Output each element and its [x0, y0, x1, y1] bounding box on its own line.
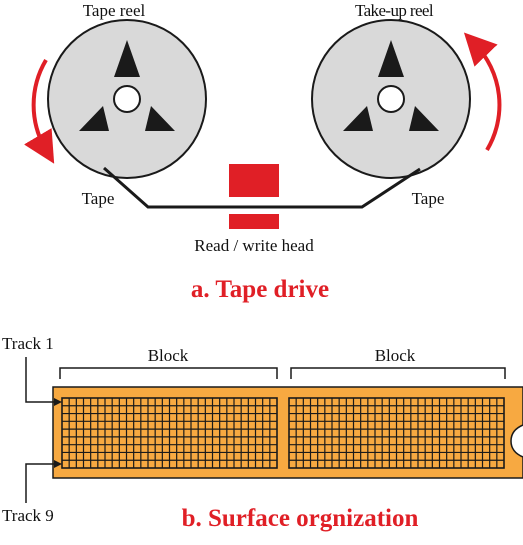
- head-label: Read / write head: [194, 236, 314, 255]
- block-label-left: Block: [148, 346, 189, 365]
- take-up-reel-spoke: [343, 106, 373, 131]
- take-up-reel-spoke: [409, 106, 439, 131]
- tape-reel-spoke: [79, 106, 109, 131]
- tape-drive-panel: Tape reel Take-up reel Tape Tape Read / …: [24, 1, 502, 303]
- block-bracket-left: [59, 367, 278, 379]
- tape-right-label: Tape: [412, 189, 445, 208]
- tape-reel: [47, 19, 207, 179]
- tape-strip: [52, 386, 523, 479]
- tape-reel-hub: [113, 85, 141, 113]
- track-9-label: Track 9: [2, 506, 54, 525]
- tape-reel-label: Tape reel: [83, 1, 146, 20]
- data-block-right: [288, 397, 505, 469]
- surface-panel: Block Block Track 1 Track 9 b. Surface o…: [2, 334, 523, 532]
- left-rotation-arrow: [24, 58, 55, 164]
- data-block-left: [61, 397, 278, 469]
- block-label-right: Block: [375, 346, 416, 365]
- tape-left-label: Tape: [82, 189, 115, 208]
- track-1-label: Track 1: [2, 334, 54, 353]
- tape-drive-caption: a. Tape drive: [191, 276, 329, 303]
- surface-caption: b. Surface orgnization: [182, 505, 419, 532]
- tape-reel-spoke: [114, 40, 140, 77]
- tape-path: [103, 166, 421, 209]
- track-9-pointer: [25, 460, 62, 503]
- take-up-reel-label: Take-up reel: [355, 1, 434, 20]
- take-up-reel: [311, 19, 471, 179]
- block-bracket-right: [290, 367, 506, 379]
- tape-reel-spoke: [145, 106, 175, 131]
- take-up-reel-hub: [377, 85, 405, 113]
- track-1-pointer: [25, 357, 62, 406]
- take-up-reel-spoke: [378, 40, 404, 77]
- right-rotation-arrow: [463, 32, 502, 152]
- head-lower: [229, 214, 279, 229]
- head-upper: [229, 164, 279, 197]
